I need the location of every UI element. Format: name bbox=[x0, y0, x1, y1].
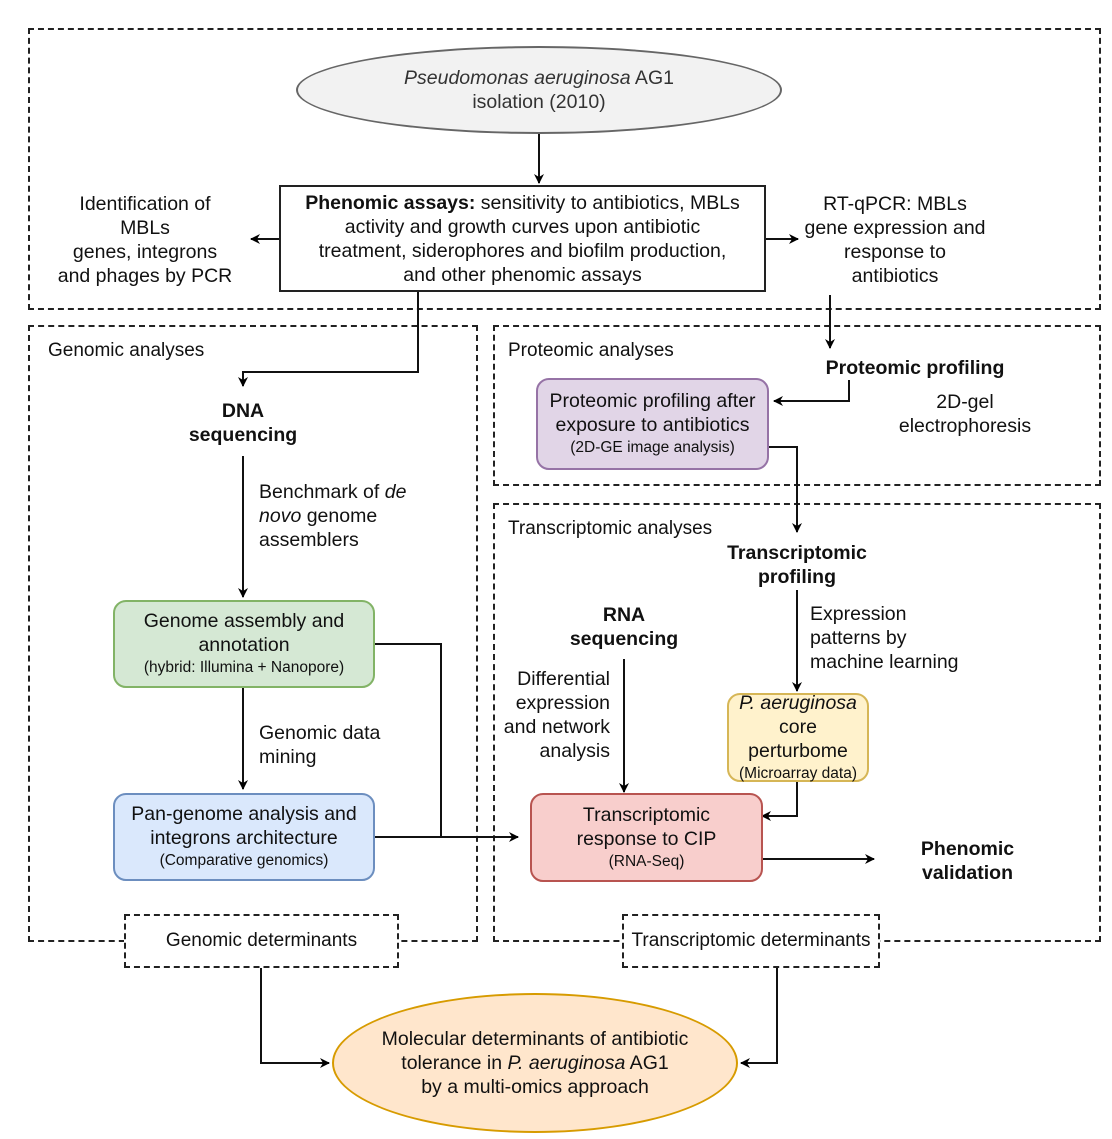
multi-omics-outcome-node: Molecular determinants of antibiotic tol… bbox=[332, 993, 738, 1133]
transcriptomic-region-title: Transcriptomic analyses bbox=[508, 518, 713, 539]
data-mining-label: Genomic data mining bbox=[259, 722, 381, 768]
pcr-identification-label: Identification of MBLs genes, integrons … bbox=[57, 193, 233, 287]
electrophoresis-label: 2D-gel electrophoresis bbox=[898, 391, 1032, 437]
cip-response-box: Transcriptomic response to CIP (RNA-Seq) bbox=[530, 793, 763, 882]
rt-qpcr-label: RT-qPCR: MBLs gene expression and respon… bbox=[804, 193, 986, 287]
genomic-determinants-box: Genomic determinants bbox=[124, 914, 399, 968]
arrow-phenomic-to-dna bbox=[238, 291, 419, 387]
arrow-assembly-to-cip bbox=[374, 643, 519, 842]
proteomic-region-title: Proteomic analyses bbox=[508, 340, 674, 361]
pan-genome-box: Pan-genome analysis and integrons archit… bbox=[113, 793, 375, 881]
arrow-perturbome-to-cip bbox=[761, 782, 798, 821]
machine-learning-label: Expression patterns by machine learning bbox=[810, 603, 959, 673]
benchmark-label: Benchmark of de novo genome assemblers bbox=[259, 481, 407, 551]
transcriptomic-determinants-box: Transcriptomic determinants bbox=[622, 914, 880, 968]
species-name: Pseudomonas aeruginosa bbox=[404, 67, 631, 89]
phenomic-assays-box: Phenomic assays: sensitivity to antibiot… bbox=[279, 185, 766, 292]
isolation-node: Pseudomonas aeruginosa AG1 isolation (20… bbox=[296, 46, 782, 134]
dna-sequencing-label: DNA sequencing bbox=[188, 400, 298, 446]
phenomic-region bbox=[28, 28, 1101, 310]
genomic-region-title: Genomic analyses bbox=[48, 340, 205, 361]
phenomic-validation-label: Phenomic validation bbox=[920, 838, 1015, 884]
transcriptomic-profiling-heading: Transcriptomic profiling bbox=[727, 542, 867, 588]
rna-sequencing-label: RNA sequencing bbox=[569, 604, 679, 650]
phenomic-assays-title: Phenomic assays: bbox=[305, 191, 476, 214]
core-perturbome-box: P. aeruginosa core perturbome (Microarra… bbox=[727, 692, 869, 782]
arrow-transcriptomic-determinants-to-final bbox=[740, 967, 778, 1068]
differential-expression-label: Differential expression and network anal… bbox=[503, 668, 610, 762]
genome-assembly-box: Genome assembly and annotation (hybrid: … bbox=[113, 600, 375, 688]
proteomic-profiling-heading: Proteomic profiling bbox=[825, 357, 1005, 379]
proteomic-profiling-box: Proteomic profiling after exposure to an… bbox=[536, 378, 769, 470]
arrow-genomic-determinants-to-final bbox=[260, 967, 330, 1068]
arrow-proteomic-box-to-transcriptomic bbox=[767, 446, 802, 533]
arrow-proteomic-heading-to-box bbox=[773, 380, 850, 406]
